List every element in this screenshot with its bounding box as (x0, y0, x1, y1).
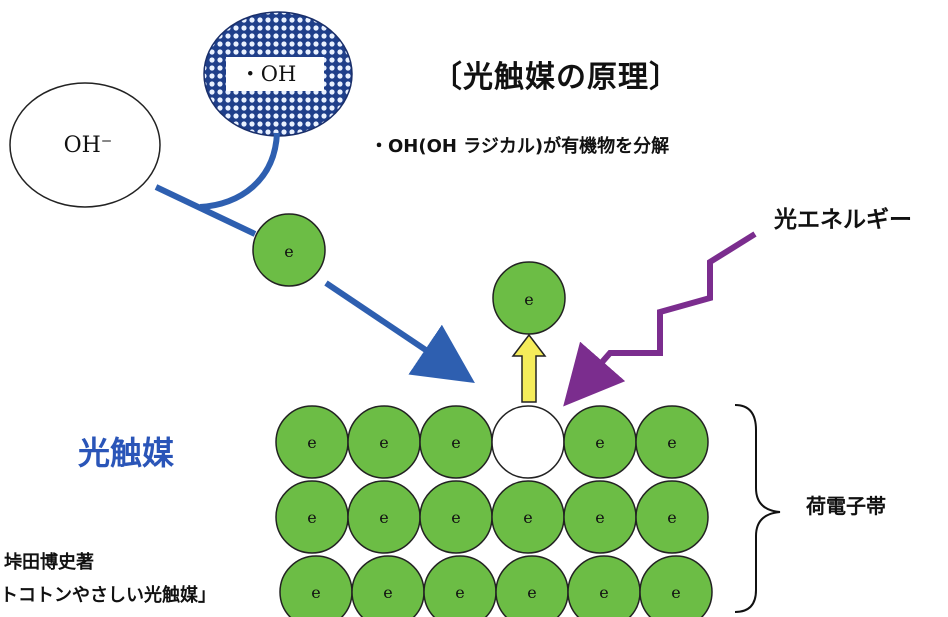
lattice-electron-label: e (523, 508, 532, 527)
valence-band-brace (734, 404, 781, 613)
lattice-electron-label: e (379, 433, 388, 452)
lattice-electron-label: e (599, 583, 608, 602)
electron-transfer-arrow (324, 280, 475, 384)
lattice-electron-label: e (595, 433, 604, 452)
lattice-electron-label: e (451, 433, 460, 452)
radical-explanation: ・OH(OH ラジカル)が有機物を分解 (370, 136, 670, 157)
diagram-title: 〔光触媒の原理〕 (432, 60, 680, 95)
lattice-electron-label: e (383, 583, 392, 602)
lattice-electron-label: e (307, 508, 316, 527)
lattice-electron (635, 405, 709, 479)
valence-band-label: 荷電子帯 (806, 494, 886, 518)
hydroxyl-radical-label-box (226, 57, 324, 91)
credit-author: 垰田博史著 (4, 552, 94, 573)
transferring-electron (252, 213, 326, 287)
lattice-electron-label: e (667, 508, 676, 527)
lattice-electron-label: e (527, 583, 536, 602)
excitation-arrow (511, 333, 547, 403)
lattice-hole (491, 405, 565, 479)
lattice-electron-label: e (455, 583, 464, 602)
transferring-electron-label: e (284, 242, 293, 261)
lattice-electron (639, 555, 713, 617)
lattice-electron (635, 480, 709, 554)
credit-book-title: トコトンやさしい光触媒」 (0, 585, 216, 606)
hydroxide-ion-circle (9, 82, 161, 208)
lattice-electron-label: e (311, 583, 320, 602)
lattice-electron-label: e (379, 508, 388, 527)
valence-band-lattice: e e e e e e e e e e e e e e e e e (275, 405, 713, 617)
light-energy-label: 光エネルギー (774, 207, 912, 233)
excited-electron-label: e (524, 290, 533, 309)
hydroxide-ion-label: OH⁻ (64, 133, 113, 158)
lattice-electron-label: e (667, 433, 676, 452)
lattice-electron-label: e (671, 583, 680, 602)
lattice-electron-label: e (307, 433, 316, 452)
lattice-electron-label: e (451, 508, 460, 527)
lattice-electron-label: e (595, 508, 604, 527)
light-energy-arrow (563, 231, 757, 407)
electron-transfer-line (154, 184, 257, 237)
hydroxyl-radical-label: ・OH (240, 62, 297, 86)
photocatalyst-label: 光触媒 (78, 434, 175, 472)
radical-formation-curve (199, 132, 280, 210)
